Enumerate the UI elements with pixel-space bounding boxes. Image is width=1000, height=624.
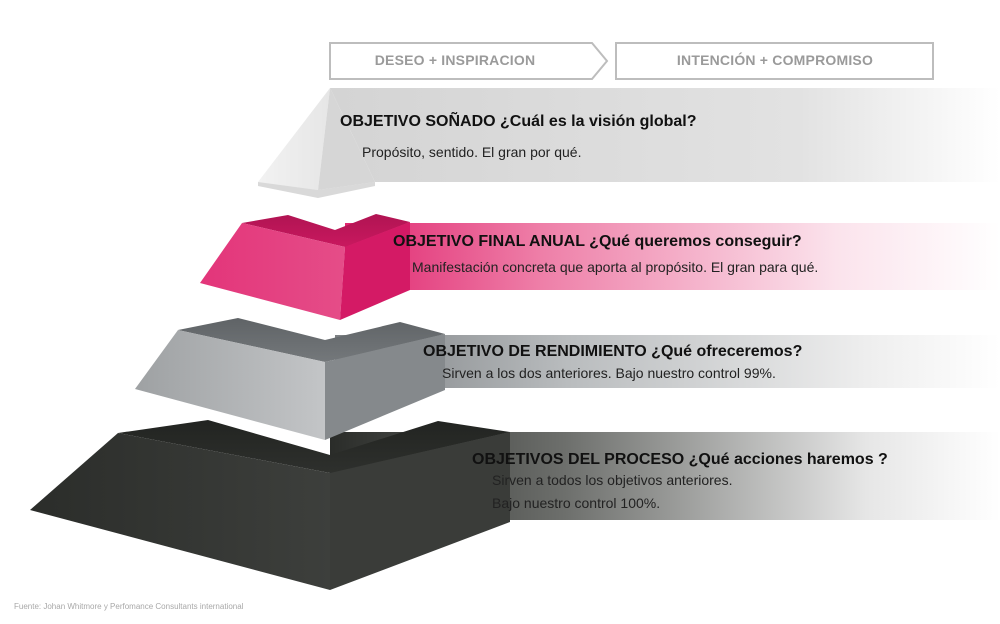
tier-3-top-face [178, 318, 445, 362]
tier-4-left-face [30, 433, 330, 590]
level-4-title: OBJETIVOS DEL PROCESO ¿Qué acciones hare… [472, 451, 888, 468]
stage-arrow-desire [329, 42, 609, 80]
tier-3-left-face [135, 330, 325, 440]
source-caption: Fuente: Johan Whitmore y Perfomance Cons… [14, 602, 244, 611]
level-4-description-line-1: Sirven a todos los objetivos anteriores. [492, 472, 733, 488]
level-1-description: Propósito, sentido. El gran por qué. [362, 144, 582, 160]
tier-3-right-face [325, 334, 445, 440]
tier-1-right-face [318, 88, 375, 190]
stage-label-intention: INTENCIÓN + COMPROMISO [676, 52, 874, 68]
level-2-description: Manifestación concreta que aporta al pro… [412, 259, 819, 275]
band-level-1 [330, 88, 1000, 182]
tier-1-base-edge [258, 182, 375, 198]
pyramid-tier-4 [30, 420, 510, 590]
tier-2-top-face [242, 214, 410, 247]
stage-box-intention [615, 42, 934, 80]
tier-4-top-face [118, 420, 510, 473]
level-3-title: OBJETIVO DE RENDIMIENTO ¿Qué ofreceremos… [423, 343, 803, 360]
header-stage-arrows [329, 42, 934, 80]
pyramid-tier-1 [258, 88, 375, 198]
stage-label-desire: DESEO + INSPIRACION [374, 52, 536, 68]
band-level-2 [345, 223, 1000, 290]
level-4-description-line-2: Bajo nuestro control 100%. [492, 495, 661, 511]
tier-2-right-face [340, 222, 410, 320]
level-2-title: OBJETIVO FINAL ANUAL ¿Qué queremos conse… [393, 233, 802, 250]
pyramid-tier-2 [200, 214, 410, 320]
tier-2-left-face [200, 223, 345, 320]
level-3-description: Sirven a los dos anteriores. Bajo nuestr… [442, 365, 776, 381]
level-1-title: OBJETIVO SOÑADO ¿Cuál es la visión globa… [340, 113, 697, 130]
tier-1-left-face [258, 88, 330, 190]
band-level-3 [335, 335, 1000, 388]
pyramid-tier-3 [135, 318, 445, 440]
tier-4-right-face [330, 432, 510, 590]
